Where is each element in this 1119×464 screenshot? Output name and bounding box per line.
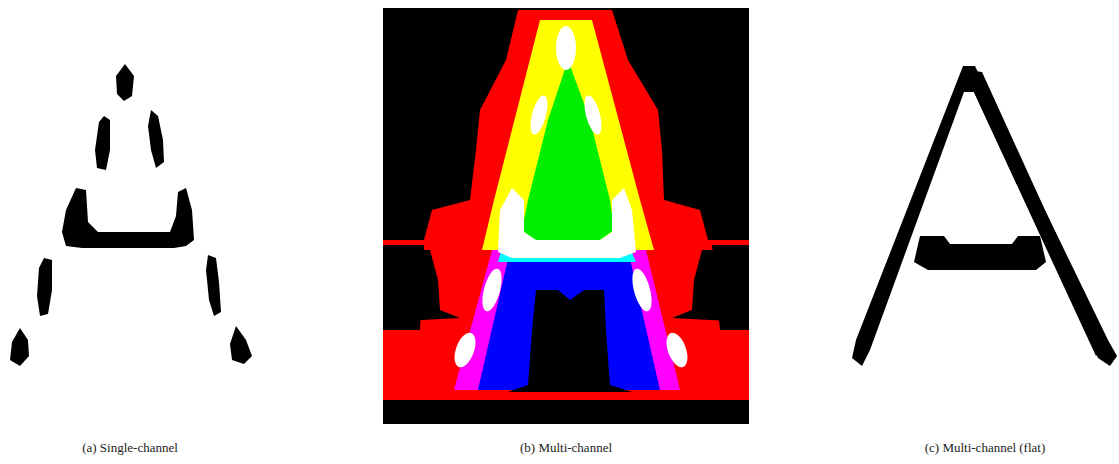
flat-glyph — [852, 66, 1117, 366]
multi-channel-field — [383, 8, 749, 424]
panel-caption: (c) Multi-channel (flat) — [925, 440, 1046, 456]
panel-caption: (b) Multi-channel — [520, 440, 612, 456]
panel-caption: (a) Single-channel — [82, 440, 178, 456]
single-channel-glyph — [10, 64, 252, 366]
